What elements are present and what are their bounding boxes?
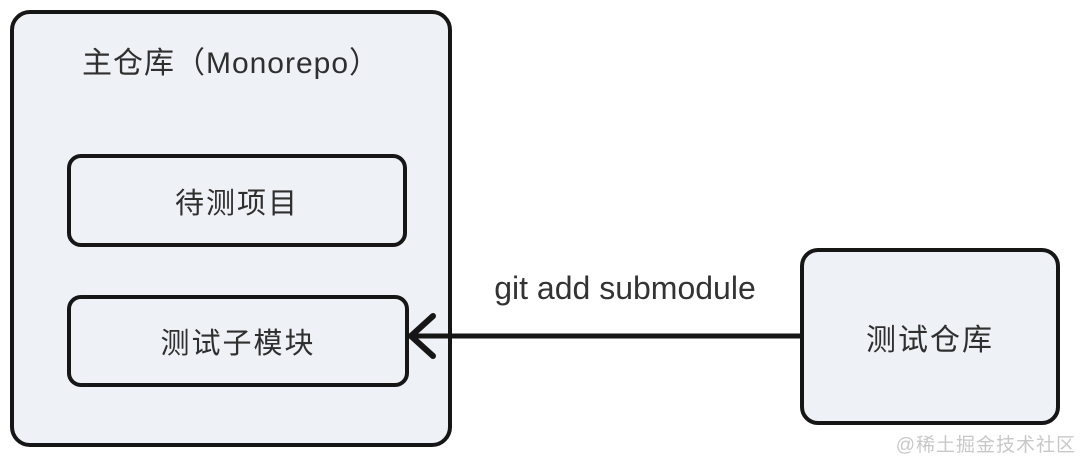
- test-submodule-box: 测试子模块: [67, 295, 409, 387]
- test-repo-label: 测试仓库: [866, 323, 994, 357]
- watermark: @稀土掘金技术社区: [895, 435, 1076, 456]
- submodule-arrow-label: git add submodule: [494, 270, 756, 306]
- project-under-test-label: 待测项目: [174, 187, 299, 220]
- monorepo-box: 主仓库（Monorepo） 待测项目 测试子模块: [10, 10, 452, 447]
- test-submodule-label: 测试子模块: [160, 328, 316, 360]
- test-repo-box: 测试仓库: [800, 248, 1060, 425]
- monorepo-box-title: 主仓库（Monorepo）: [81, 47, 381, 80]
- project-under-test-box: 待测项目: [67, 154, 407, 247]
